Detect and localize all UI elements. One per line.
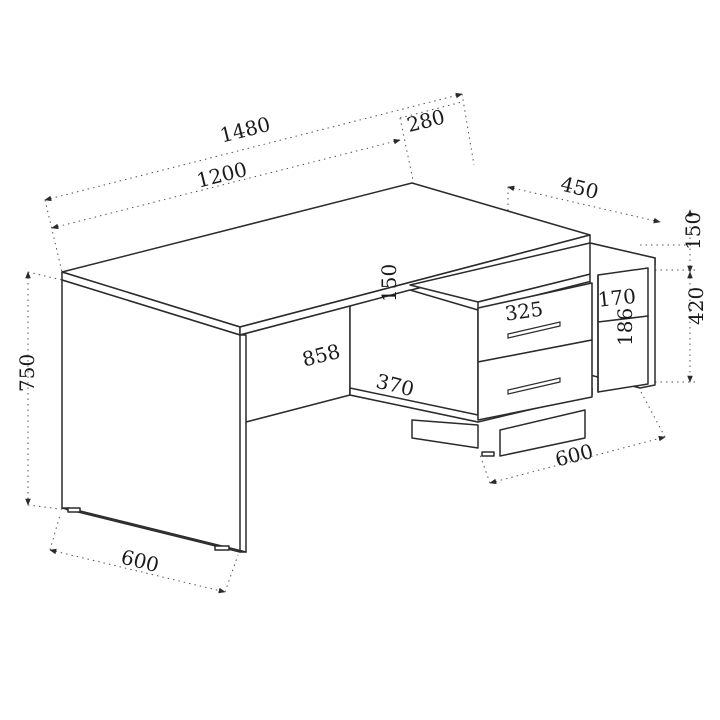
ext-line-600b	[224, 554, 239, 593]
ext-line-280b	[399, 117, 415, 186]
ext-line-750a	[27, 271, 63, 281]
foot-left-back	[67, 507, 81, 513]
pedestal-right	[499, 409, 586, 457]
label-450: 450	[558, 172, 601, 205]
label-420: 420	[684, 287, 708, 325]
label-1200: 1200	[194, 157, 249, 193]
ext-line-280	[461, 93, 475, 166]
drawer-lower-handle[interactable]	[507, 377, 561, 395]
ext-line-600a	[49, 514, 61, 551]
label-280: 280	[404, 105, 447, 138]
label-186: 186	[613, 308, 637, 346]
label-150-drawer: 150	[377, 264, 401, 302]
foot-left-front	[214, 545, 230, 551]
dim-line-600-left	[49, 548, 226, 594]
ext-line-600d	[639, 389, 666, 438]
label-325: 325	[503, 297, 544, 326]
label-1480: 1480	[217, 112, 272, 148]
desk-body	[61, 182, 656, 553]
ext-line-600c	[479, 454, 491, 484]
label-750: 750	[15, 354, 39, 392]
label-150-top: 150	[681, 212, 705, 250]
shelf-divider	[597, 315, 649, 323]
ext-line-750b	[27, 504, 69, 511]
dim-line-450	[507, 185, 661, 224]
foot-right	[481, 451, 495, 457]
label-170: 170	[597, 284, 637, 312]
ext-line-left-top	[44, 199, 63, 273]
dim-line-1480	[44, 92, 463, 202]
drawer-upper-handle[interactable]	[507, 321, 561, 339]
pedestal-left	[411, 419, 479, 449]
label-600-left: 600	[119, 545, 162, 578]
